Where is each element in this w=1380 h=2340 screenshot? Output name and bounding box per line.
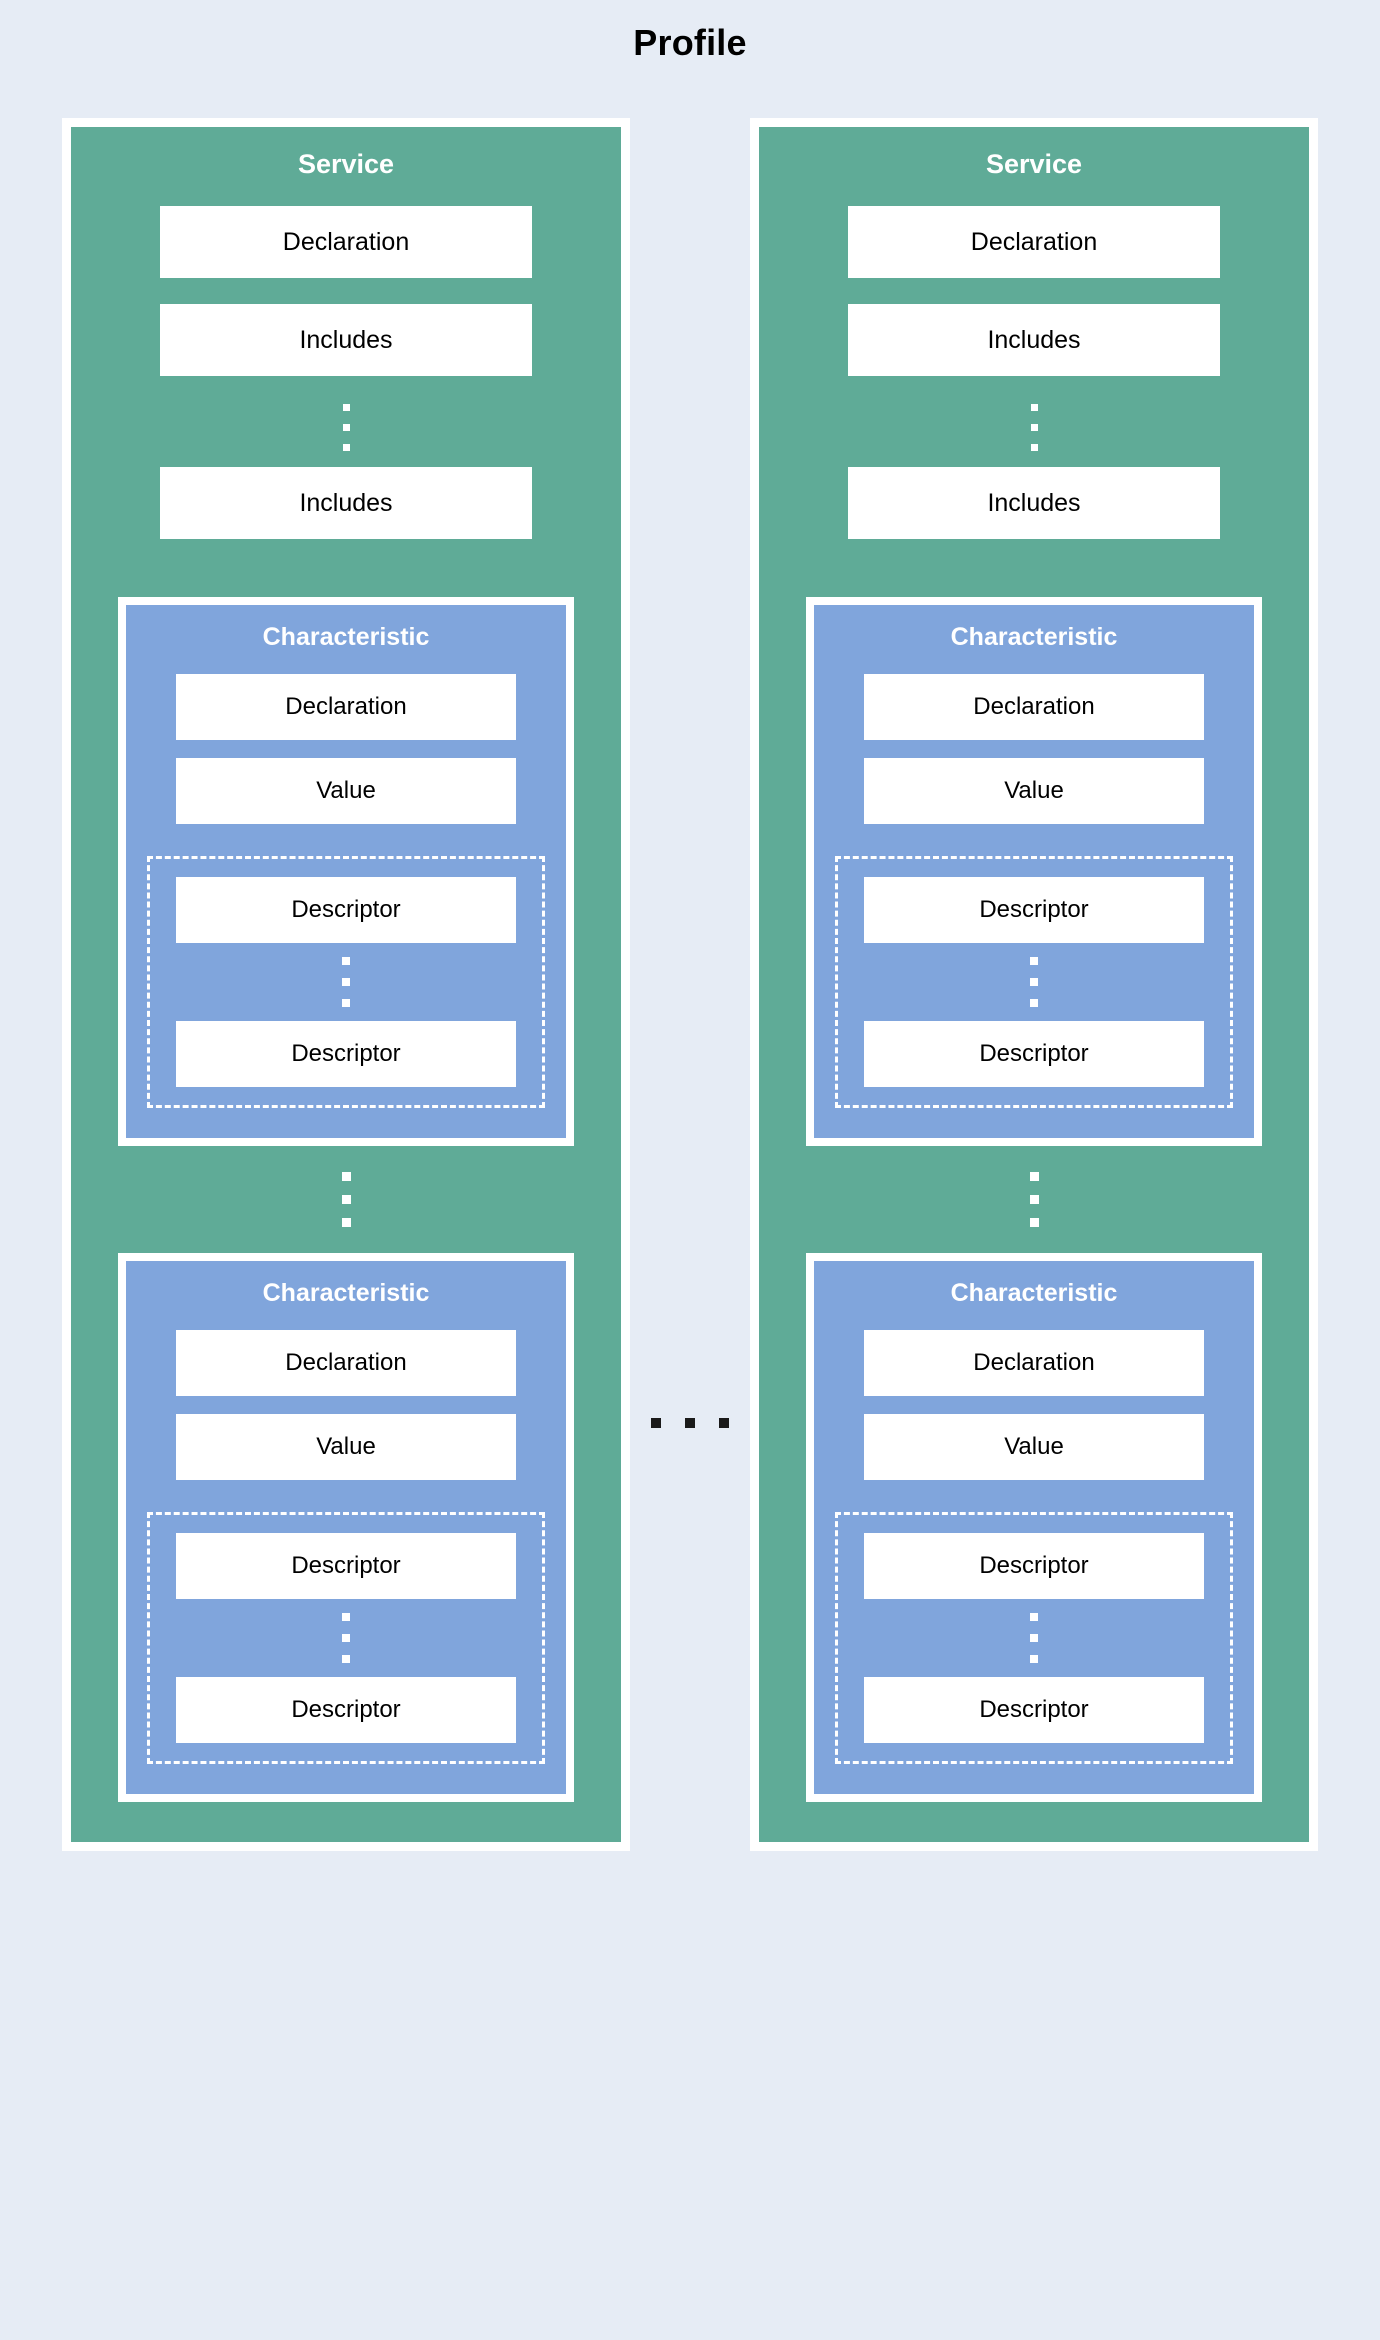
ellipsis-dot — [1030, 1634, 1038, 1642]
ellipsis-dot — [342, 404, 350, 411]
ellipsis-dot — [342, 424, 350, 431]
characteristic-declaration-box: Declaration — [176, 1330, 516, 1396]
ellipsis-dot — [1030, 424, 1038, 431]
ellipsis-dot — [342, 999, 350, 1007]
vertical-ellipsis-icon — [342, 404, 350, 451]
ellipsis-dot — [342, 444, 350, 451]
characteristic-value-box: Value — [176, 1414, 516, 1480]
characteristic-block: Characteristic Declaration Value Descrip… — [806, 1253, 1262, 1802]
vertical-ellipsis-icon — [1030, 404, 1038, 451]
descriptor-group: Descriptor Descriptor — [835, 1512, 1233, 1764]
characteristic-value-box: Value — [176, 758, 516, 824]
ellipsis-dot — [1030, 444, 1038, 451]
ellipsis-dot — [1029, 1195, 1039, 1204]
service-includes-box: Includes — [848, 467, 1220, 539]
service-includes-box: Includes — [160, 467, 532, 539]
vertical-ellipsis-icon — [342, 957, 350, 1007]
characteristic-declaration-box: Declaration — [864, 674, 1204, 740]
descriptor-box: Descriptor — [176, 1021, 516, 1087]
ellipsis-dot — [719, 1418, 729, 1428]
ellipsis-dot — [1029, 1172, 1039, 1181]
ellipsis-dot — [1030, 1655, 1038, 1663]
descriptor-box: Descriptor — [864, 1533, 1204, 1599]
vertical-ellipsis-icon — [342, 1613, 350, 1663]
characteristic-title: Characteristic — [262, 1279, 430, 1307]
descriptor-box: Descriptor — [176, 1533, 516, 1599]
ellipsis-dot — [1030, 404, 1038, 411]
characteristic-value-box: Value — [864, 1414, 1204, 1480]
service-declaration-box: Declaration — [848, 206, 1220, 278]
characteristic-block: Characteristic Declaration Value Descrip… — [118, 597, 574, 1146]
vertical-ellipsis-icon — [1030, 957, 1038, 1007]
ellipsis-dot — [342, 957, 350, 965]
characteristic-declaration-box: Declaration — [864, 1330, 1204, 1396]
service-declaration-box: Declaration — [160, 206, 532, 278]
service-columns: Service Declaration Includes Includes Ch… — [0, 118, 1380, 1851]
ellipsis-dot — [341, 1218, 351, 1227]
service-title: Service — [985, 149, 1083, 179]
descriptor-box: Descriptor — [864, 1677, 1204, 1743]
descriptor-group: Descriptor Descriptor — [147, 856, 545, 1108]
vertical-ellipsis-icon — [341, 1172, 351, 1227]
service-title: Service — [297, 149, 395, 179]
ellipsis-dot — [341, 1172, 351, 1181]
characteristic-title: Characteristic — [950, 1279, 1118, 1307]
service-block: Service Declaration Includes Includes Ch… — [62, 118, 630, 1851]
characteristic-declaration-box: Declaration — [176, 674, 516, 740]
ellipsis-dot — [1030, 957, 1038, 965]
characteristic-value-box: Value — [864, 758, 1204, 824]
characteristic-block: Characteristic Declaration Value Descrip… — [806, 597, 1262, 1146]
vertical-ellipsis-icon — [1029, 1172, 1039, 1227]
ellipsis-dot — [342, 1613, 350, 1621]
ellipsis-dot — [342, 1655, 350, 1663]
characteristic-title: Characteristic — [262, 623, 430, 651]
descriptor-box: Descriptor — [864, 877, 1204, 943]
descriptor-group: Descriptor Descriptor — [835, 856, 1233, 1108]
characteristic-title: Characteristic — [950, 623, 1118, 651]
page-title: Profile — [633, 22, 747, 63]
ellipsis-dot — [1030, 978, 1038, 986]
descriptor-box: Descriptor — [176, 877, 516, 943]
descriptor-box: Descriptor — [176, 1677, 516, 1743]
service-includes-box: Includes — [160, 304, 532, 376]
vertical-ellipsis-icon — [1030, 1613, 1038, 1663]
service-block: Service Declaration Includes Includes Ch… — [750, 118, 1318, 1851]
ellipsis-dot — [1030, 1613, 1038, 1621]
ellipsis-dot — [685, 1418, 695, 1428]
horizontal-ellipsis-icon — [0, 1418, 1380, 1428]
descriptor-group: Descriptor Descriptor — [147, 1512, 545, 1764]
ellipsis-dot — [651, 1418, 661, 1428]
ellipsis-dot — [1029, 1218, 1039, 1227]
ellipsis-dot — [342, 1634, 350, 1642]
descriptor-box: Descriptor — [864, 1021, 1204, 1087]
ellipsis-dot — [341, 1195, 351, 1204]
ellipsis-dot — [342, 978, 350, 986]
ellipsis-dot — [1030, 999, 1038, 1007]
characteristic-block: Characteristic Declaration Value Descrip… — [118, 1253, 574, 1802]
service-includes-box: Includes — [848, 304, 1220, 376]
